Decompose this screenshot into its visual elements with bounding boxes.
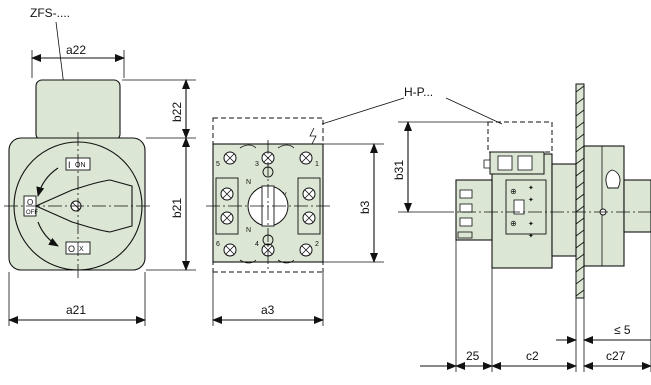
dim-c27: c27 [606,349,626,363]
terminal-3: 3 [255,161,259,168]
rotation-arrow-bottom [37,221,59,247]
hp-cover-dashed [487,121,553,153]
terminal-block-view: 5 3 1 6 4 2 N N y b3 a3 [206,117,384,326]
svg-text:✦: ✦ [528,232,534,240]
handle-knob [623,179,651,233]
front-view-switch: ZFS-.... I ON O OFF O X a22 [4,6,196,326]
dim-b21: b21 [170,198,184,218]
mounting-panel [575,83,585,299]
svg-text:✦: ✦ [528,220,534,228]
svg-text:X: X [79,246,84,253]
svg-text:⊕: ⊕ [510,219,517,228]
dim-a3: a3 [261,303,275,317]
terminal-2: 2 [315,241,319,248]
top-cap [35,79,121,141]
handle-side [583,145,625,267]
terminal-1: 1 [315,161,319,168]
terminal-5: 5 [216,161,220,168]
zfs-label: ZFS-.... [30,6,70,20]
neutral-top: N [246,179,251,186]
rotation-arrow-top [36,167,59,197]
dim-a22: a22 [66,43,86,57]
terminal-6: 6 [216,241,220,248]
hp-label: H-P... [404,85,433,99]
svg-text:I: I [68,160,71,170]
dim-25: 25 [466,349,480,363]
svg-text:✦: ✦ [528,196,534,204]
dim-b3: b3 [358,200,372,214]
dim-c2: c2 [526,349,539,363]
bottom-terminal-screws [223,243,313,264]
dim-b31: b31 [392,160,406,180]
svg-text:O: O [27,198,33,207]
dim-b22: b22 [170,102,184,122]
neutral-bottom: N [246,227,251,234]
terminal-4: 4 [255,241,259,248]
side-view: H-P... [321,83,651,372]
off-label: OFF [26,210,38,216]
dim-le5: ≤ 5 [614,323,631,337]
dim-a21: a21 [66,303,86,317]
svg-text:✦: ✦ [528,184,534,192]
on-label: ON [75,162,86,169]
svg-text:⊕: ⊕ [510,187,517,196]
svg-text:y: y [283,191,287,198]
svg-text:O: O [68,244,75,254]
lightning-icon [309,127,317,145]
